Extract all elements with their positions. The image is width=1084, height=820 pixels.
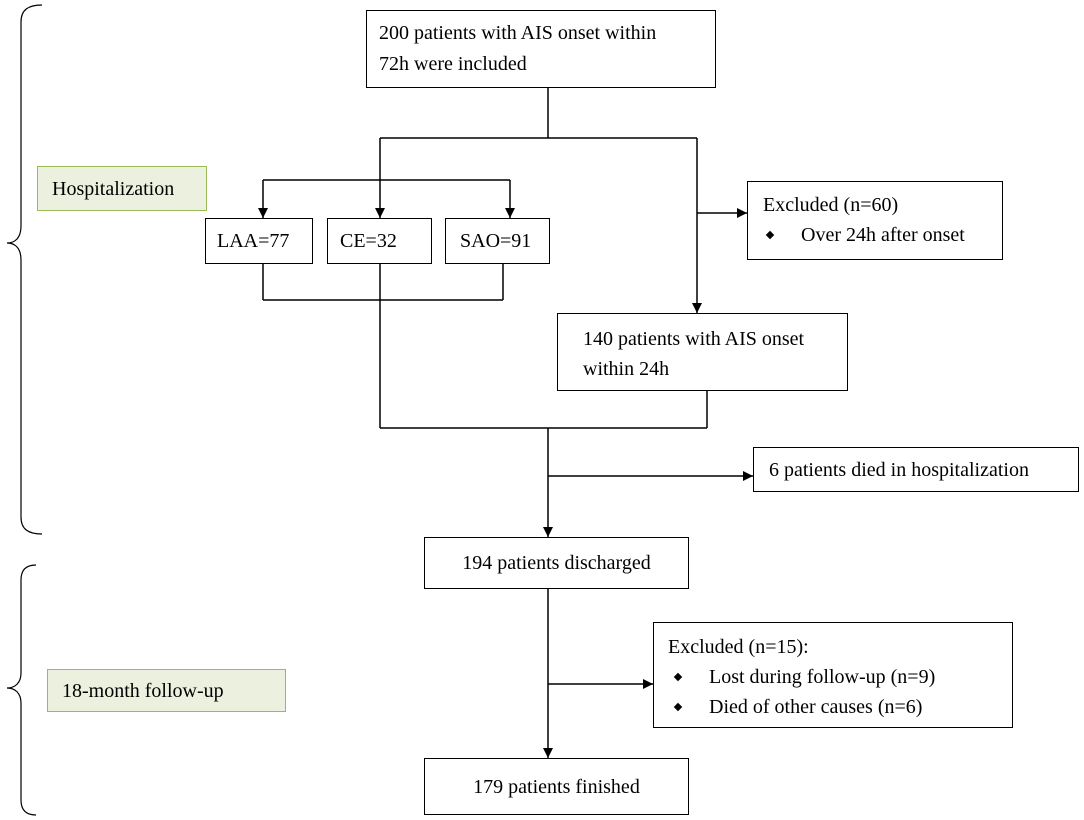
list-item: Died of other causes (n=6): [668, 692, 1012, 722]
list-item-text: Lost during follow-up (n=9): [709, 666, 936, 688]
box-ce: CE=32: [327, 218, 432, 264]
box-excluded-onset: Excluded (n=60) Over 24h after onset: [747, 181, 1003, 260]
box-included: 200 patients with AIS onset within 72h w…: [366, 10, 716, 88]
phase-label-text: 18-month follow-up: [62, 679, 224, 702]
box-text-line: within 24h: [583, 358, 670, 380]
list-item-text: Died of other causes (n=6): [709, 696, 923, 718]
box-finished: 179 patients finished: [424, 758, 689, 815]
box-discharged: 194 patients discharged: [424, 537, 689, 589]
phase-label-hospitalization: Hospitalization: [37, 166, 207, 211]
box-text: 6 patients died in hospitalization: [769, 458, 1029, 481]
diamond-bullet-icon: [673, 672, 683, 682]
list-item: Lost during follow-up (n=9): [668, 662, 1012, 692]
box-text-line: 200 patients with AIS onset within: [379, 22, 657, 44]
diamond-bullet-icon: [673, 702, 683, 712]
box-text: 194 patients discharged: [462, 552, 651, 574]
brace-follow-up: [6, 564, 37, 816]
phase-label-follow-up: 18-month follow-up: [47, 669, 286, 712]
box-died-hospitalization: 6 patients died in hospitalization: [753, 447, 1079, 492]
box-heading: Excluded (n=15):: [668, 636, 809, 658]
list-item-text: Over 24h after onset: [801, 224, 965, 246]
box-laa: LAA=77: [205, 218, 313, 264]
box-heading: Excluded (n=60): [763, 194, 899, 216]
box-text-line: 72h were included: [379, 53, 527, 75]
box-text: SAO=91: [460, 230, 532, 252]
list-item: Over 24h after onset: [763, 220, 1002, 250]
box-text: CE=32: [340, 230, 397, 252]
box-text-line: 140 patients with AIS onset: [583, 328, 805, 350]
box-excluded-follow-up: Excluded (n=15): Lost during follow-up (…: [653, 622, 1013, 728]
box-sao: SAO=91: [445, 218, 550, 264]
box-text: 179 patients finished: [473, 775, 640, 798]
box-within-24h: 140 patients with AIS onset within 24h: [557, 313, 848, 391]
diamond-bullet-icon: [765, 230, 775, 240]
box-text: LAA=77: [217, 230, 290, 252]
phase-label-text: Hospitalization: [52, 177, 175, 200]
brace-hospitalization: [6, 4, 43, 535]
